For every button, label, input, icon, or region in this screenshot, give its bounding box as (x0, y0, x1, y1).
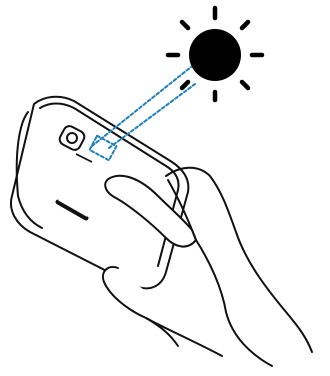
smartphone-icon (11, 97, 188, 289)
sensor-beam-left (92, 67, 191, 146)
sun-icon (168, 8, 262, 100)
camera-icon (58, 124, 92, 162)
phone-side-edge (17, 112, 42, 228)
phone-side-button (58, 202, 86, 218)
sensor-area-box (90, 136, 117, 160)
hand-icon (103, 168, 312, 366)
phone-body (11, 97, 188, 289)
light-sensor-icon (90, 67, 195, 160)
sun-disc (189, 29, 241, 81)
sensor-beam-right (109, 84, 195, 148)
